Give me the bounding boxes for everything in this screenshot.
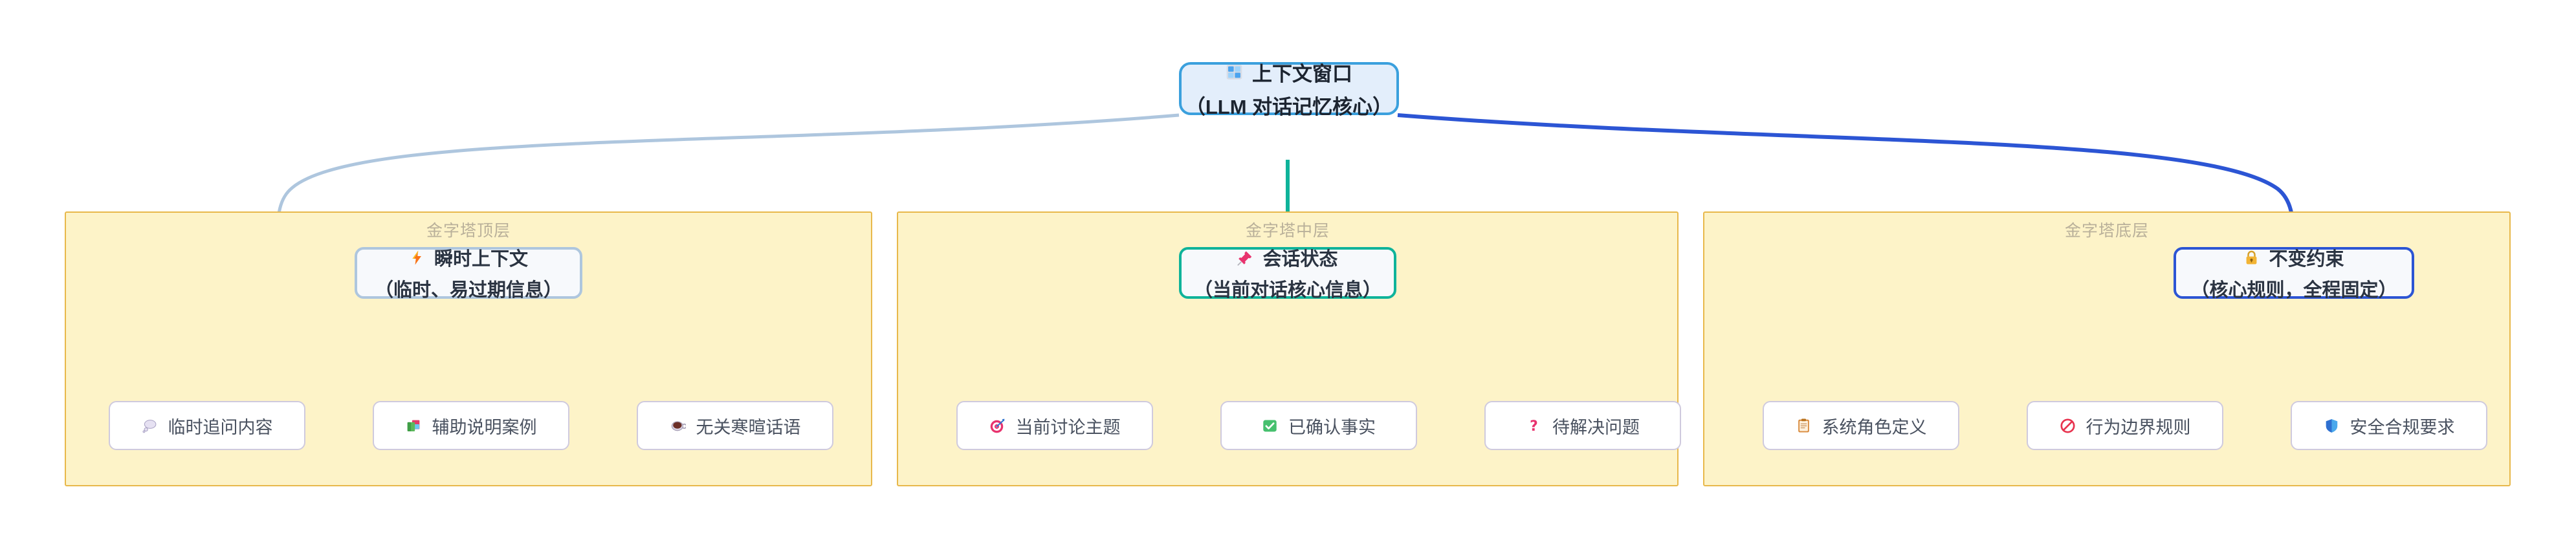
node-behavior-bounds[interactable]: 行为边界规则 (2027, 401, 2223, 450)
node-system-role[interactable]: 系统角色定义 (1763, 401, 1959, 450)
node-invariant-constraints[interactable]: 不变约束 （核心规则，全程固定） (2174, 247, 2414, 301)
branch-title-bottom: 不变约束 (2269, 249, 2344, 270)
question-mark-icon: ? (1526, 418, 1542, 434)
root-title: 上下文窗口 (1252, 63, 1352, 85)
node-temp-followup[interactable]: 临时追问内容 (109, 401, 305, 450)
node-session-state[interactable]: 会话状态 （当前对话核心信息） (1179, 247, 1396, 301)
cluster-label-pyramid-bottom: 金字塔底层 (2064, 222, 2149, 240)
branch-subtitle-mid: （当前对话核心信息） (1193, 280, 1382, 301)
check-box-icon (1262, 418, 1278, 434)
lock-icon (2243, 250, 2260, 266)
cluster-label-pyramid-middle: 金字塔中层 (1245, 222, 1330, 240)
branch-subtitle-bottom: （核心规则，全程固定） (2190, 280, 2397, 301)
leaf-label: 已确认事实 (1288, 417, 1376, 437)
clipboard-icon (1796, 418, 1812, 434)
leaf-label: 待解决问题 (1552, 417, 1640, 437)
teacup-icon (670, 418, 687, 434)
leaf-label: 行为边界规则 (2086, 417, 2191, 437)
thought-balloon-icon (142, 418, 158, 434)
node-small-talk[interactable]: 无关寒暄话语 (637, 401, 833, 450)
branch-title-mid: 会话状态 (1262, 249, 1338, 270)
pushpin-icon (1237, 250, 1253, 266)
leaf-label: 当前讨论主题 (1015, 417, 1121, 437)
node-safety-compliance[interactable]: 安全合规要求 (2291, 401, 2487, 450)
cluster-label-pyramid-top: 金字塔顶层 (426, 222, 511, 240)
svg-text:?: ? (1530, 418, 1538, 433)
lightning-bolt-icon (409, 250, 425, 266)
window-panes-icon (1226, 63, 1243, 81)
node-context-window[interactable]: 上下文窗口 （LLM 对话记忆核心） (1179, 62, 1399, 118)
branch-title-top: 瞬时上下文 (434, 249, 528, 270)
node-current-topic[interactable]: 当前讨论主题 (956, 401, 1153, 450)
shield-icon (2324, 418, 2340, 434)
leaf-label: 系统角色定义 (1822, 417, 1927, 437)
leaf-label: 安全合规要求 (2350, 417, 2455, 437)
cards-stack-icon (406, 418, 422, 434)
node-open-questions[interactable]: ? 待解决问题 (1484, 401, 1681, 450)
node-confirmed-facts[interactable]: 已确认事实 (1220, 401, 1417, 450)
node-transient-context[interactable]: 瞬时上下文 （临时、易过期信息） (355, 247, 582, 301)
leaf-label: 辅助说明案例 (432, 417, 537, 437)
prohibited-icon (2060, 418, 2076, 434)
branch-subtitle-top: （临时、易过期信息） (374, 280, 562, 301)
leaf-label: 无关寒暄话语 (696, 417, 801, 437)
node-aux-examples[interactable]: 辅助说明案例 (373, 401, 569, 450)
root-subtitle: （LLM 对话记忆核心） (1185, 96, 1393, 118)
leaf-label: 临时追问内容 (168, 417, 273, 437)
target-dart-icon (989, 418, 1006, 434)
